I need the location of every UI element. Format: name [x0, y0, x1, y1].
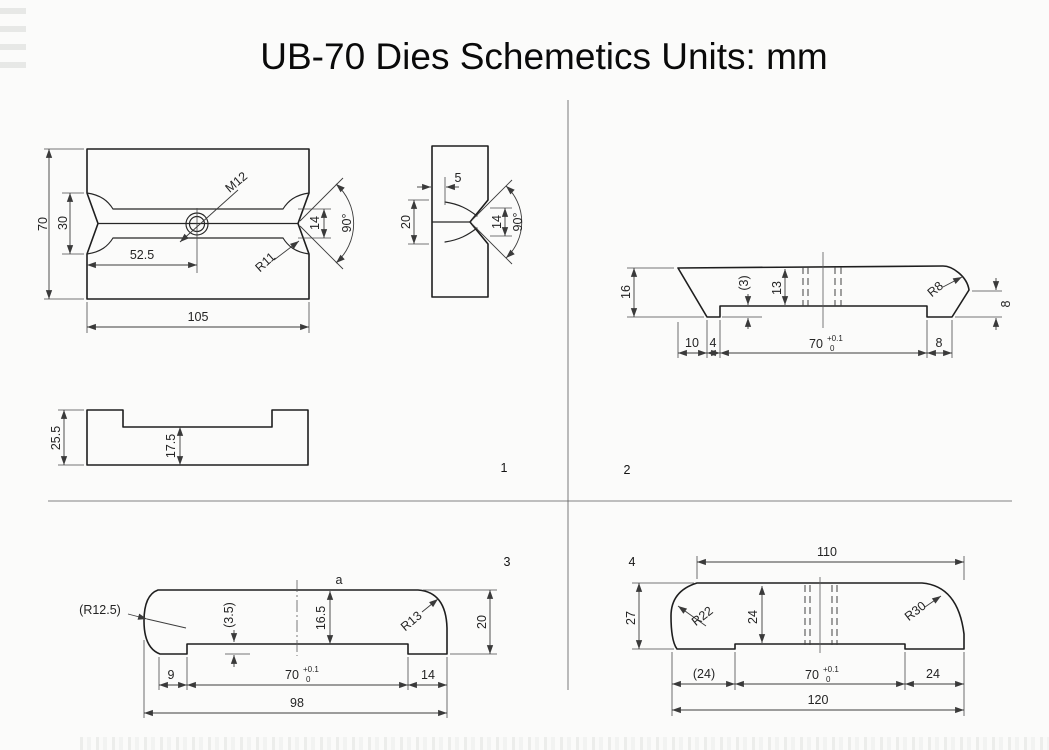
dim-nose-height: 8 [999, 300, 1013, 307]
radius-leader-line [273, 240, 300, 261]
dim-mouth-width: 30 [56, 216, 70, 230]
dim-groove-angle: 90° [511, 213, 525, 232]
relief-curve-upper [444, 201, 478, 217]
die2-profile: 16 (3) 13 R8 8 10 4 70 [619, 252, 1013, 358]
quadrant-label-4: 4 [629, 555, 636, 569]
dim-land-width: 70 [805, 668, 819, 682]
dim-right-offset: 14 [421, 668, 435, 682]
dim-nose-radius: R8 [925, 279, 946, 300]
dim-shoulder-height: 24 [746, 610, 760, 624]
dim-right-offset: 24 [926, 667, 940, 681]
quadrant-label-3: 3 [504, 555, 511, 569]
page-title: UB-70 Dies Schemetics Units: mm [260, 36, 828, 77]
angle-arc [505, 185, 523, 259]
dim-height: 70 [36, 217, 50, 231]
radius-leader-line [127, 613, 148, 620]
dim-chamfer-width: 10 [685, 336, 699, 350]
part-outline [86, 148, 310, 300]
scan-noise-band [80, 737, 1049, 750]
part-outline [431, 145, 489, 298]
dim-offset: 4 [710, 336, 717, 350]
dim-relief-depth: 5 [455, 171, 462, 185]
dim-left-offset: 9 [168, 668, 175, 682]
angle-leg [299, 225, 344, 270]
dim-left-radius: R22 [689, 604, 716, 629]
die1-end-view: 5 20 14 90° [399, 145, 525, 298]
angle-leg [471, 179, 513, 221]
dim-recess-height: 17.5 [164, 434, 178, 458]
scan-smudge [0, 8, 26, 78]
dim-land-tol-plus: +0.1 [827, 334, 843, 343]
dim-land-tol-plus: +0.1 [823, 665, 839, 674]
dim-length: 105 [188, 310, 209, 324]
die3-profile: a (R12.5) (3.5) 16.5 R13 20 9 [79, 573, 497, 718]
dim-height: 25.5 [49, 426, 63, 450]
radius-leader-line [942, 276, 963, 288]
radius-leader-line [677, 605, 707, 627]
quadrant-grid: 1 2 3 4 [48, 100, 1012, 690]
die1-top-view: M12 70 30 52.5 105 14 90° R11 [36, 148, 355, 333]
dim-top-width: 110 [817, 545, 837, 559]
quadrant-label-1: 1 [501, 461, 508, 475]
dim-end-radius: (R12.5) [79, 603, 121, 617]
thread-leader-line [179, 189, 239, 243]
dim-corner-radius: R13 [398, 608, 425, 633]
die1-front-view: 25.5 17.5 [49, 409, 309, 466]
dim-land-width: 70 [285, 668, 299, 682]
die4-profile: 110 27 R22 24 R30 (24) 70 +0.1 0 24 1 [624, 545, 965, 716]
dim-overall-width: 120 [808, 693, 829, 707]
dim-overall-width: 98 [290, 696, 304, 710]
dim-mouth-width: 20 [399, 215, 413, 229]
relief-curve-lower [444, 227, 478, 243]
dim-land-tol-minus: 0 [306, 675, 311, 684]
radius-leader-tail [146, 618, 187, 629]
radius-leader-line [421, 598, 439, 613]
dim-height: 20 [475, 615, 489, 629]
radius-leader-line [924, 595, 942, 608]
dim-land-tol-minus: 0 [830, 344, 835, 353]
dim-fillet-radius: R11 [252, 250, 278, 275]
dim-right-offset: 8 [936, 336, 943, 350]
dim-left-offset: (24) [693, 667, 715, 681]
dim-groove-width: 14 [308, 216, 322, 230]
angle-leg [299, 177, 344, 222]
angle-arc [335, 183, 355, 264]
dim-hole-offset: 52.5 [130, 248, 154, 262]
surface-mark-label: a [336, 573, 343, 587]
dim-land-width: 70 [809, 337, 823, 351]
dim-groove-angle: 90° [340, 214, 354, 233]
dim-land-tol-minus: 0 [826, 675, 831, 684]
quadrant-label-2: 2 [624, 463, 631, 477]
dim-right-radius: R30 [902, 599, 929, 624]
dim-height: 27 [624, 611, 638, 625]
dim-shoulder-height: 16.5 [314, 606, 328, 630]
part-outline [677, 265, 970, 318]
groove-lower-edge [86, 237, 310, 255]
groove-upper-edge [86, 192, 310, 210]
dim-land-tol-plus: +0.1 [303, 665, 319, 674]
dim-groove-width: 14 [490, 215, 504, 229]
angle-leg [471, 223, 513, 265]
dim-height: 16 [619, 285, 633, 299]
dim-shoulder-height: 13 [770, 281, 784, 295]
dim-step-depth: (3) [737, 275, 751, 290]
part-outline [86, 409, 309, 466]
dim-step-depth: (3.5) [222, 602, 236, 628]
part-outline [670, 582, 965, 650]
part-outline [143, 589, 448, 655]
